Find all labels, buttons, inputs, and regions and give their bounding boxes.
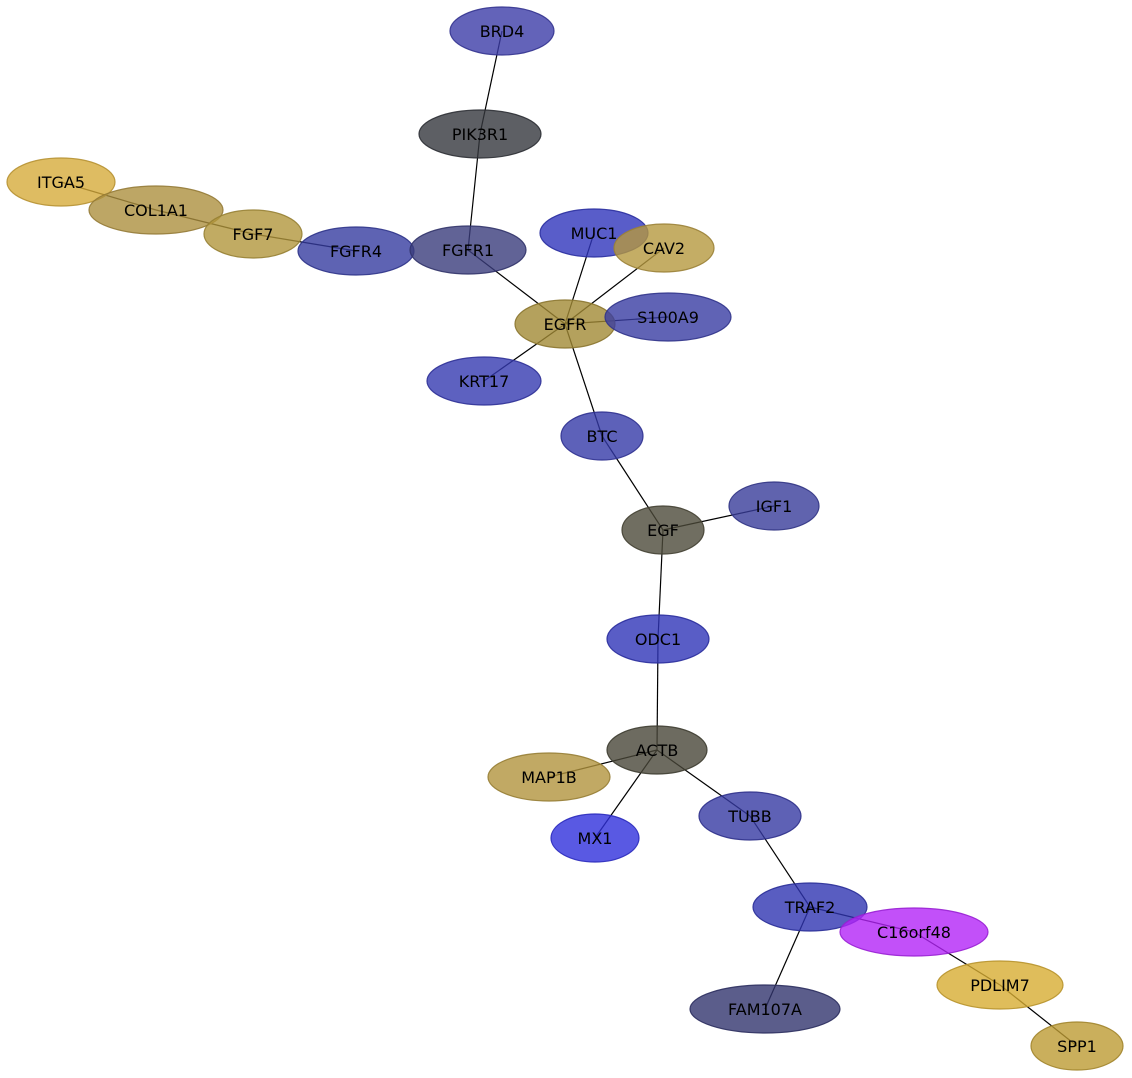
node-ellipse[interactable] bbox=[426, 356, 542, 406]
node-pdlim7[interactable]: PDLIM7 bbox=[936, 960, 1064, 1010]
node-ellipse[interactable] bbox=[698, 791, 802, 841]
node-label: MAP1B bbox=[521, 768, 577, 787]
node-fgfr4[interactable]: FGFR4 bbox=[297, 226, 415, 276]
node-ellipse[interactable] bbox=[449, 6, 555, 56]
node-ellipse[interactable] bbox=[613, 223, 715, 273]
node-egfr[interactable]: EGFR bbox=[514, 299, 616, 349]
node-label: CAV2 bbox=[643, 239, 685, 258]
node-ellipse[interactable] bbox=[1030, 1021, 1124, 1071]
node-label: S100A9 bbox=[637, 308, 699, 327]
node-ellipse[interactable] bbox=[418, 109, 542, 159]
node-ellipse[interactable] bbox=[560, 411, 644, 461]
node-label: MX1 bbox=[578, 829, 613, 848]
node-label: SPP1 bbox=[1057, 1037, 1097, 1056]
node-actb[interactable]: ACTB bbox=[606, 725, 708, 775]
node-pik3r1[interactable]: PIK3R1 bbox=[418, 109, 542, 159]
node-label: ITGA5 bbox=[37, 173, 85, 192]
node-label: C16orf48 bbox=[877, 923, 951, 942]
node-label: BTC bbox=[587, 427, 618, 446]
node-ellipse[interactable] bbox=[409, 225, 527, 275]
node-label: ODC1 bbox=[635, 630, 681, 649]
node-label: FGF7 bbox=[233, 225, 274, 244]
node-ellipse[interactable] bbox=[606, 614, 710, 664]
node-mx1[interactable]: MX1 bbox=[550, 813, 640, 863]
node-ellipse[interactable] bbox=[6, 157, 116, 207]
node-label: EGF bbox=[647, 521, 679, 540]
node-ellipse[interactable] bbox=[550, 813, 640, 863]
node-ellipse[interactable] bbox=[752, 882, 868, 932]
node-fam107a[interactable]: FAM107A bbox=[689, 984, 841, 1034]
node-label: FAM107A bbox=[728, 1000, 802, 1019]
node-egf[interactable]: EGF bbox=[621, 505, 705, 555]
node-ellipse[interactable] bbox=[936, 960, 1064, 1010]
node-traf2[interactable]: TRAF2 bbox=[752, 882, 868, 932]
node-c16orf48[interactable]: C16orf48 bbox=[839, 907, 989, 957]
node-ellipse[interactable] bbox=[487, 752, 611, 802]
node-fgfr1[interactable]: FGFR1 bbox=[409, 225, 527, 275]
node-label: TUBB bbox=[727, 807, 771, 826]
node-spp1[interactable]: SPP1 bbox=[1030, 1021, 1124, 1071]
node-label: BRD4 bbox=[480, 22, 525, 41]
node-ellipse[interactable] bbox=[689, 984, 841, 1034]
node-label: MUC1 bbox=[571, 224, 618, 243]
node-s100a9[interactable]: S100A9 bbox=[604, 292, 732, 342]
node-ellipse[interactable] bbox=[621, 505, 705, 555]
node-label: FGFR1 bbox=[442, 241, 494, 260]
node-odc1[interactable]: ODC1 bbox=[606, 614, 710, 664]
node-ellipse[interactable] bbox=[839, 907, 989, 957]
node-label: TRAF2 bbox=[784, 898, 836, 917]
node-label: EGFR bbox=[544, 315, 587, 334]
node-col1a1[interactable]: COL1A1 bbox=[88, 185, 224, 235]
node-krt17[interactable]: KRT17 bbox=[426, 356, 542, 406]
node-ellipse[interactable] bbox=[606, 725, 708, 775]
node-ellipse[interactable] bbox=[88, 185, 224, 235]
node-tubb[interactable]: TUBB bbox=[698, 791, 802, 841]
node-label: IGF1 bbox=[756, 497, 793, 516]
node-label: ACTB bbox=[636, 741, 679, 760]
node-label: PDLIM7 bbox=[970, 976, 1030, 995]
node-ellipse[interactable] bbox=[203, 209, 303, 259]
node-cav2[interactable]: CAV2 bbox=[613, 223, 715, 273]
node-igf1[interactable]: IGF1 bbox=[728, 481, 820, 531]
node-btc[interactable]: BTC bbox=[560, 411, 644, 461]
node-label: FGFR4 bbox=[330, 242, 382, 261]
node-ellipse[interactable] bbox=[604, 292, 732, 342]
edges-layer bbox=[60, 30, 1078, 1047]
node-ellipse[interactable] bbox=[728, 481, 820, 531]
node-label: PIK3R1 bbox=[452, 125, 508, 144]
node-map1b[interactable]: MAP1B bbox=[487, 752, 611, 802]
node-fgf7[interactable]: FGF7 bbox=[203, 209, 303, 259]
node-brd4[interactable]: BRD4 bbox=[449, 6, 555, 56]
node-label: KRT17 bbox=[459, 372, 510, 391]
node-itga5[interactable]: ITGA5 bbox=[6, 157, 116, 207]
node-label: COL1A1 bbox=[124, 201, 188, 220]
